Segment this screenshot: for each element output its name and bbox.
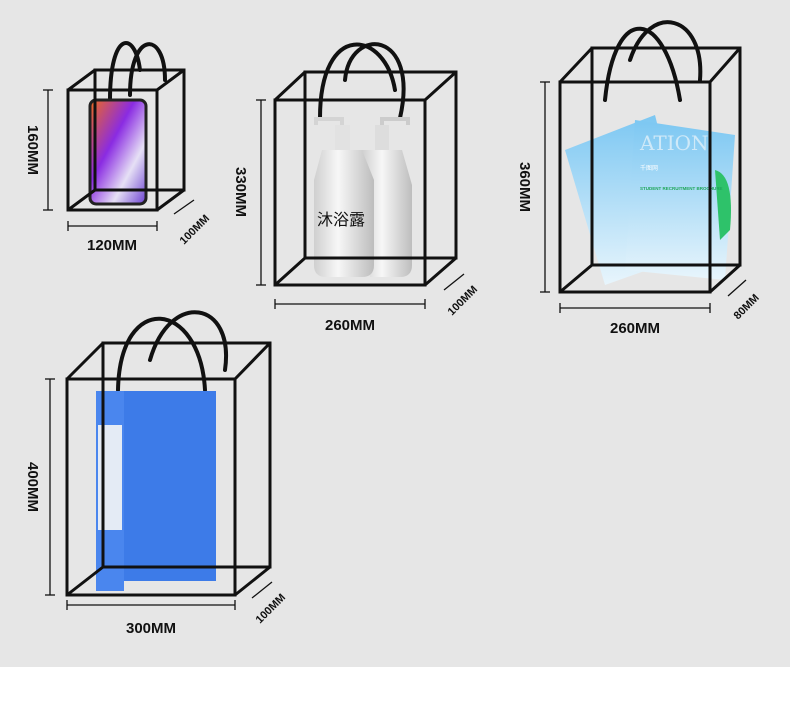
svg-text:千图网: 千图网 (640, 164, 658, 172)
height-label: 400MM (24, 462, 41, 512)
svg-text:ATION: ATION (639, 131, 709, 155)
depth-label: 100MM (254, 592, 288, 626)
bottle-label: 沐浴露 (317, 210, 365, 229)
width-label: 300MM (126, 620, 176, 637)
bag-xlarge: 400MM 300MM 100MM (24, 310, 288, 637)
width-label: 260MM (325, 317, 375, 334)
height-label: 360MM (516, 162, 533, 212)
phone-image (88, 98, 148, 206)
bag-large: ATION 千图网 STUDENT RECRUITMENT BROCHURE 3… (516, 20, 762, 337)
width-label: 260MM (610, 320, 660, 337)
folder-image (96, 391, 216, 591)
brochures-image: ATION 千图网 STUDENT RECRUITMENT BROCHURE (565, 115, 735, 285)
bag-medium: 沐浴露 330MM 260MM 100MM (232, 42, 480, 334)
bag-small: 160MM 120MM 100MM (24, 41, 212, 254)
depth-label: 100MM (446, 284, 480, 318)
height-label: 160MM (24, 125, 41, 175)
width-label: 120MM (87, 237, 137, 254)
depth-label: 100MM (178, 213, 212, 247)
height-label: 330MM (232, 167, 249, 217)
depth-label: 80MM (732, 292, 762, 322)
svg-text:STUDENT RECRUITMENT BROCHURE: STUDENT RECRUITMENT BROCHURE (640, 186, 723, 191)
bottles-image: 沐浴露 (314, 117, 412, 277)
